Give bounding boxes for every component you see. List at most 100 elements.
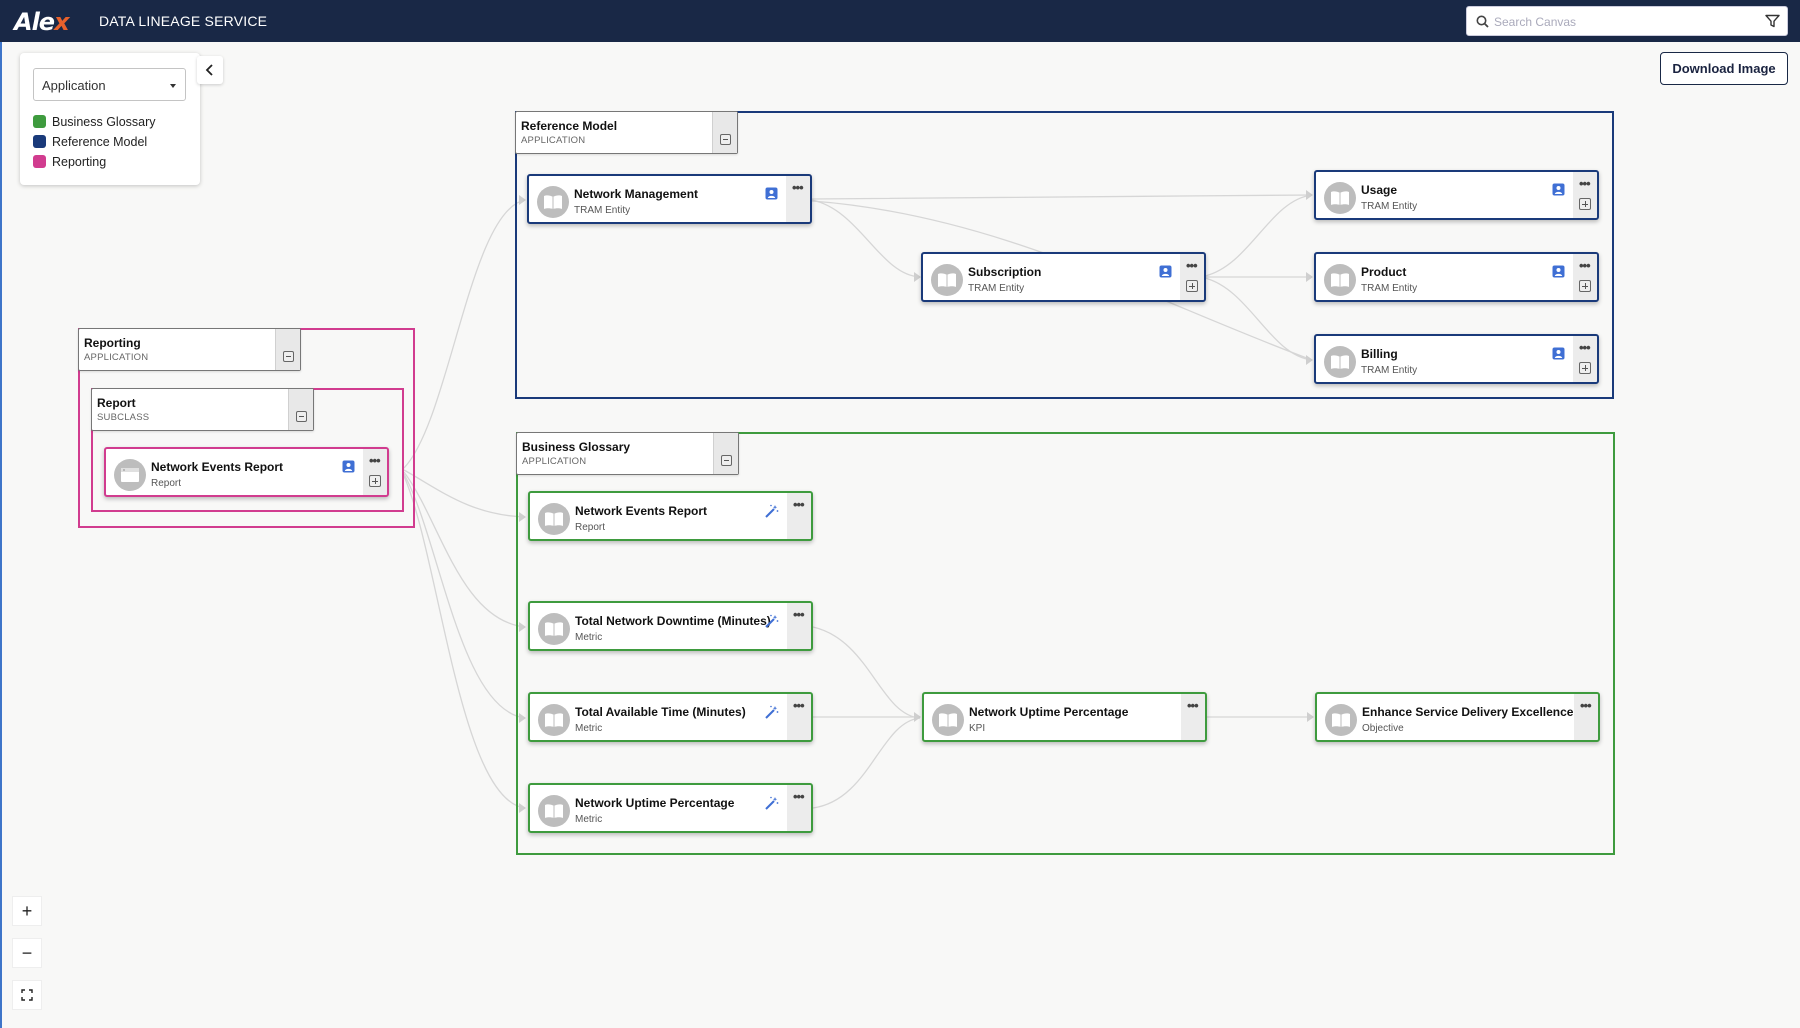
person-badge-icon[interactable] [1552, 183, 1565, 196]
legend-item-reference-model: Reference Model [33, 135, 147, 150]
node-title: Usage [1361, 183, 1398, 197]
legend-item-reporting: Reporting [33, 155, 106, 170]
node-subtitle: KPI [969, 723, 986, 734]
node-subtitle: TRAM Entity [574, 205, 631, 216]
node-billing[interactable]: Billing TRAM Entity ••• [1314, 334, 1599, 384]
collapse-group-button[interactable] [712, 112, 737, 153]
node-subtitle: TRAM Entity [1361, 365, 1418, 376]
book-icon [545, 512, 563, 526]
fit-screen-icon [21, 989, 33, 1001]
more-options-icon[interactable]: ••• [1187, 698, 1199, 713]
collapse-legend-button[interactable] [197, 56, 223, 84]
expand-plus-icon[interactable] [1579, 362, 1591, 374]
group-title: Report [97, 396, 136, 410]
book-icon [545, 713, 563, 727]
node-title: Network Events Report [575, 504, 708, 518]
group-header-report[interactable]: Report SUBCLASS [91, 388, 314, 431]
legend-swatch-green [33, 115, 46, 128]
node-bg-network-events-report[interactable]: Network Events Report Report ••• [528, 491, 813, 541]
entity-avatar [538, 704, 570, 736]
node-actions: ••• [363, 449, 387, 495]
entity-avatar [932, 704, 964, 736]
node-network-management[interactable]: Network Management TRAM Entity ••• [527, 174, 812, 224]
download-image-button[interactable]: Download Image [1660, 52, 1788, 85]
group-title: Reference Model [521, 119, 618, 133]
left-edge-accent [0, 42, 2, 1028]
magic-wand-icon[interactable] [764, 614, 779, 629]
more-options-icon[interactable]: ••• [793, 698, 805, 713]
collapse-group-button[interactable] [288, 389, 313, 430]
caret-down-icon [170, 84, 176, 88]
collapse-group-button[interactable] [713, 433, 738, 474]
entity-avatar [1324, 346, 1356, 378]
magic-wand-icon[interactable] [764, 705, 779, 720]
group-reference-model[interactable] [515, 111, 1614, 399]
node-product[interactable]: Product TRAM Entity ••• [1314, 252, 1599, 302]
book-icon [1331, 355, 1349, 369]
more-options-icon[interactable]: ••• [1579, 176, 1591, 191]
legend-swatch-pink [33, 155, 46, 168]
node-reporting-network-events-report[interactable]: Network Events Report Report ••• [104, 447, 389, 497]
group-business-glossary[interactable] [516, 432, 1615, 855]
more-options-icon[interactable]: ••• [1580, 698, 1592, 713]
more-options-icon[interactable]: ••• [1186, 258, 1198, 273]
collapse-group-button[interactable] [275, 329, 300, 370]
person-badge-icon[interactable] [1159, 265, 1172, 278]
search-canvas-input[interactable] [1494, 12, 1749, 31]
group-subtitle: APPLICATION [522, 456, 587, 467]
magic-wand-icon[interactable] [764, 796, 779, 811]
node-title: Network Uptime Percentage [969, 705, 1129, 719]
zoom-out-button[interactable]: − [12, 938, 42, 968]
entity-avatar [537, 186, 569, 218]
person-badge-icon[interactable] [342, 460, 355, 473]
node-total-available-time[interactable]: Total Available Time (Minutes) Metric ••… [528, 692, 813, 742]
filter-icon[interactable] [1765, 14, 1780, 28]
person-badge-icon[interactable] [765, 187, 778, 200]
group-title: Business Glossary [522, 440, 631, 454]
edge-report-to-network-management [403, 199, 526, 469]
entity-avatar [1324, 182, 1356, 214]
node-total-network-downtime[interactable]: Total Network Downtime (Minutes) Metric … [528, 601, 813, 651]
book-icon [1331, 191, 1349, 205]
group-header-business-glossary[interactable]: Business Glossary APPLICATION [516, 432, 739, 475]
node-actions: ••• [1573, 254, 1597, 300]
entity-avatar [931, 264, 963, 296]
node-network-uptime-kpi[interactable]: Network Uptime Percentage KPI ••• [922, 692, 1207, 742]
expand-plus-icon[interactable] [369, 475, 381, 487]
expand-plus-icon[interactable] [1579, 198, 1591, 210]
group-subtitle: APPLICATION [521, 135, 586, 146]
alex-logo[interactable]: Alex [14, 8, 70, 36]
group-header-reference-model[interactable]: Reference Model APPLICATION [515, 111, 738, 154]
more-options-icon[interactable]: ••• [1579, 258, 1591, 273]
node-usage[interactable]: Usage TRAM Entity ••• [1314, 170, 1599, 220]
person-badge-icon[interactable] [1552, 265, 1565, 278]
fit-view-button[interactable] [12, 980, 42, 1010]
legend-swatch-navy [33, 135, 46, 148]
more-options-icon[interactable]: ••• [792, 180, 804, 195]
more-options-icon[interactable]: ••• [793, 607, 805, 622]
node-subtitle: Report [151, 478, 182, 489]
book-icon [545, 622, 563, 636]
magic-wand-icon[interactable] [764, 504, 779, 519]
node-enhance-service-delivery[interactable]: Enhance Service Delivery Excellence Obje… [1315, 692, 1600, 742]
node-network-uptime-metric[interactable]: Network Uptime Percentage Metric ••• [528, 783, 813, 833]
person-badge-icon[interactable] [1552, 347, 1565, 360]
more-options-icon[interactable]: ••• [793, 497, 805, 512]
grouping-select[interactable]: Application [33, 68, 186, 101]
book-icon [939, 713, 957, 727]
more-options-icon[interactable]: ••• [369, 453, 381, 468]
more-options-icon[interactable]: ••• [793, 789, 805, 804]
entity-avatar [538, 795, 570, 827]
group-title: Reporting [84, 336, 141, 350]
node-actions: ••• [786, 176, 810, 222]
more-options-icon[interactable]: ••• [1579, 340, 1591, 355]
book-icon [544, 195, 562, 209]
zoom-in-button[interactable]: + [12, 896, 42, 926]
expand-plus-icon[interactable] [1186, 280, 1198, 292]
expand-plus-icon[interactable] [1579, 280, 1591, 292]
node-subscription[interactable]: Subscription TRAM Entity ••• [921, 252, 1206, 302]
legend-panel: Application Business Glossary Reference … [20, 53, 200, 185]
group-header-reporting[interactable]: Reporting APPLICATION [78, 328, 301, 371]
chevron-left-icon [205, 64, 213, 76]
legend-label: Business Glossary [52, 115, 156, 129]
